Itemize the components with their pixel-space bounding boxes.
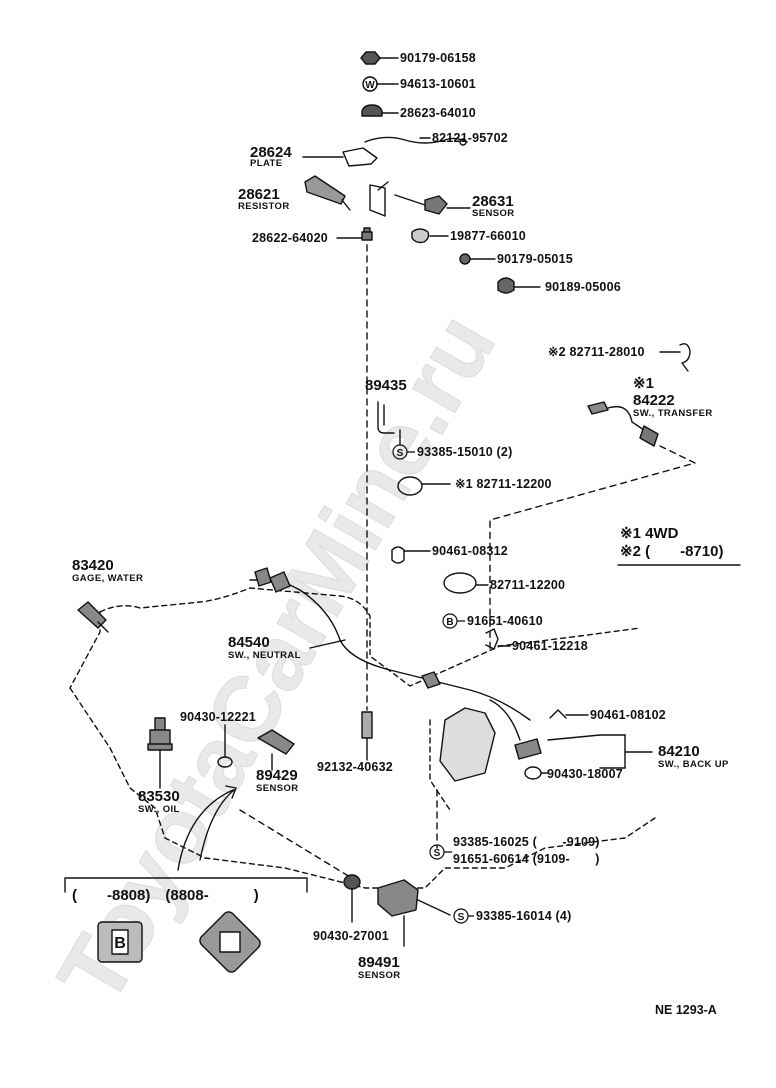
mark-label: ※1 (633, 375, 654, 392)
mark: ※1 (455, 477, 473, 491)
s-mark-label-3: S (458, 912, 465, 923)
stud-92132-icon (361, 711, 373, 739)
part-label: 28623-64010 (400, 106, 476, 120)
clamp-12200-icon (397, 476, 423, 496)
clip-08312-icon (391, 546, 405, 564)
part-label: 82121-95702 (432, 131, 508, 145)
part-number: 93385-16025 (453, 835, 529, 849)
part-label: 93385-15010 (2) (417, 445, 513, 459)
part-label: 84210 (658, 743, 700, 760)
part-number: 91651-60614 (453, 852, 529, 866)
water-gage-icon (77, 601, 107, 629)
leader-dashed (239, 809, 356, 881)
transfer-switch-icon (587, 401, 609, 415)
part-label: 28621 (238, 186, 280, 203)
part-label: 93385-16014 (4) (476, 909, 572, 923)
part-label: 90430-27001 (313, 929, 389, 943)
part-desc: SW., OIL (138, 804, 180, 815)
arrow-icon (177, 789, 234, 871)
b-mark-label: B (446, 617, 453, 628)
bolt-icon (361, 227, 373, 241)
part-label: 28631 (472, 193, 514, 210)
part-label-marked: ※2 82711-28010 (548, 346, 645, 359)
s-mark-label-1: S (397, 448, 404, 459)
variant-label: ( -8808) (8808- ) (72, 887, 259, 904)
transmission-icon (439, 707, 496, 782)
part-label: 83530 (138, 788, 180, 805)
part-label: 90461-08102 (590, 708, 666, 722)
part-label: 91651-40610 (467, 614, 543, 628)
legend-note-1: ※1 4WD (620, 525, 679, 542)
part-label: 28624 (250, 144, 292, 161)
insulator-icon (411, 228, 430, 244)
part-label: 90179-05015 (497, 252, 573, 266)
part-label: 92132-40632 (317, 760, 393, 774)
small-nut-icon (459, 253, 471, 265)
w-mark-label: W (365, 80, 375, 91)
part-label: 89491 (358, 954, 400, 971)
part-desc: SENSOR (256, 783, 299, 794)
cap-icon (361, 104, 383, 117)
range: (9109- ) (532, 852, 600, 866)
part-label-range: 93385-16025 ( -9109) (453, 836, 600, 849)
part-desc: SENSOR (472, 208, 515, 219)
part-desc: GAGE, WATER (72, 573, 144, 584)
part-desc: SW., NEUTRAL (228, 650, 301, 661)
grommet-icon (497, 277, 515, 294)
part-label: 89429 (256, 767, 298, 784)
part-label: 90461-08312 (432, 544, 508, 558)
part-label: 90430-18007 (547, 767, 623, 781)
part-label: 83420 (72, 557, 114, 574)
part-label: 84540 (228, 634, 270, 651)
part-label: 90461-12218 (512, 639, 588, 653)
part-label-marked: ※1 82711-12200 (455, 478, 552, 491)
range: ( -9109) (532, 835, 600, 849)
part-label: 89435 (365, 377, 407, 394)
part-label-range: 91651-60614 (9109- ) (453, 853, 600, 866)
diagram-code: NE 1293-A (655, 1003, 717, 1017)
variant-bracket (64, 877, 308, 893)
gasket-12221-icon (217, 756, 233, 768)
part-label: 90430-12221 (180, 710, 256, 724)
plate-icon (342, 147, 378, 167)
part-label: 90189-05006 (545, 280, 621, 294)
b-connector-glyph: B (114, 935, 126, 952)
part-desc: SW., BACK UP (658, 759, 729, 770)
neutral-switch-harness (249, 579, 531, 721)
part-desc: SW., TRANSFER (633, 408, 713, 419)
leader-dashed (489, 445, 696, 651)
part-desc: RESISTOR (238, 201, 290, 212)
bracket-89435-icon (377, 401, 395, 434)
s-mark-label-2: S (434, 848, 441, 859)
oil-switch-icon (147, 717, 173, 751)
part-label: 82711-12200 (490, 578, 566, 592)
washer-w-mark (362, 76, 378, 92)
part-label: 94613-10601 (400, 77, 476, 91)
part-desc: SENSOR (358, 970, 401, 981)
clamp-28010-icon (679, 343, 691, 372)
sensor-89491-icon (377, 879, 419, 917)
part-label: 28622-64020 (252, 231, 328, 245)
sensor-28631-icon (394, 194, 426, 206)
nut-icon (360, 51, 381, 65)
part-desc: PLATE (250, 158, 283, 169)
bracket-icon (369, 181, 389, 217)
part-label: 90179-06158 (400, 51, 476, 65)
backup-switch-icon (514, 738, 542, 760)
gasket-18007-icon (524, 766, 542, 780)
sensor-89429-icon (257, 729, 295, 755)
gasket-27001-icon (343, 874, 361, 890)
wire-harness-82121 (364, 136, 468, 144)
resistor-icon (304, 175, 346, 205)
clamp-icon (443, 572, 477, 594)
part-number: 82711-28010 (569, 345, 645, 359)
part-label: 19877-66010 (450, 229, 526, 243)
mark: ※2 (548, 345, 566, 359)
part-label: 84222 (633, 392, 675, 409)
part-number: 82711-12200 (476, 477, 552, 491)
clip-12218-icon (485, 628, 499, 650)
engine-outline (69, 587, 656, 889)
legend-note-2: ※2 ( -8710) (620, 543, 724, 560)
